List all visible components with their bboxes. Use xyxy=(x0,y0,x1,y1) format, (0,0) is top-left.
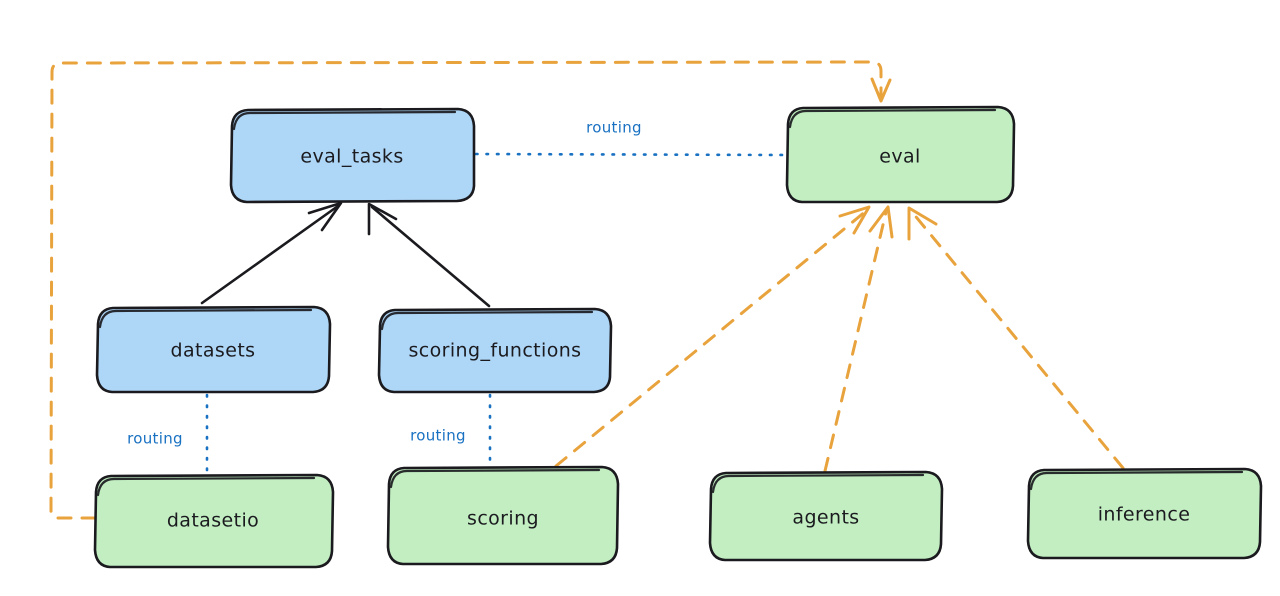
node-agents[interactable]: agents xyxy=(708,470,944,562)
edge-scoring-functions-eval-tasks[interactable] xyxy=(367,202,491,308)
node-inference-sketch-overlay xyxy=(1029,470,1244,491)
edge-label-routing-scoring-functions-scoring: routing xyxy=(410,427,466,445)
node-datasets-shape xyxy=(95,305,332,394)
node-inference-label: inference xyxy=(1098,504,1191,526)
edge-label-routing-eval-tasks-eval: routing xyxy=(586,119,642,137)
node-scoring[interactable]: scoring xyxy=(386,465,620,566)
edge-datasetio-eval-arrowhead xyxy=(870,77,892,103)
edge-eval-tasks-eval-line xyxy=(474,152,788,157)
edge-scoring-eval[interactable] xyxy=(554,205,871,468)
node-scoring-functions-sketch-overlay xyxy=(380,310,594,331)
node-scoring-functions-shape xyxy=(377,307,613,394)
node-datasets[interactable]: datasets xyxy=(95,305,332,394)
edge-datasetio-eval[interactable] xyxy=(49,60,892,520)
edge-agents-eval[interactable] xyxy=(823,205,894,473)
node-scoring-shape xyxy=(386,465,620,566)
node-eval-shape xyxy=(785,105,1016,204)
node-scoring-functions[interactable]: scoring_functions xyxy=(377,307,613,394)
edge-scoring-functions-eval-tasks-arrowhead xyxy=(367,202,398,236)
node-eval-tasks[interactable]: eval_tasks xyxy=(229,107,476,204)
node-eval-tasks-label: eval_tasks xyxy=(300,146,403,168)
node-inference-shape xyxy=(1026,467,1263,560)
node-datasetio-sketch-overlay xyxy=(96,476,316,497)
edge-inference-eval-arrowhead xyxy=(907,206,938,241)
edge-agents-eval-arrowhead xyxy=(868,205,894,239)
node-scoring-label: scoring xyxy=(467,508,539,530)
node-datasets-sketch-overlay xyxy=(98,308,313,329)
node-eval-label: eval xyxy=(879,146,920,168)
node-datasetio[interactable]: datasetio xyxy=(93,473,335,569)
edge-scoring-eval-arrowhead xyxy=(838,205,871,235)
node-agents-shape xyxy=(708,470,944,562)
edge-datasets-eval-tasks-line xyxy=(200,204,340,305)
edge-label-layer: routing routing routing xyxy=(127,119,642,448)
node-eval[interactable]: eval xyxy=(785,105,1016,204)
node-scoring-functions-label: scoring_functions xyxy=(409,340,582,362)
edge-label-routing-datasets-datasetio: routing xyxy=(127,430,183,448)
edge-inference-eval-line xyxy=(910,210,1125,470)
edge-agents-eval-line xyxy=(823,210,888,473)
edge-inference-eval[interactable] xyxy=(907,206,1125,470)
node-datasets-label: datasets xyxy=(171,340,256,362)
node-inference[interactable]: inference xyxy=(1026,467,1263,560)
edge-scoring-eval-line xyxy=(554,209,868,468)
node-eval-tasks-sketch-overlay xyxy=(232,110,457,131)
edge-eval-tasks-eval[interactable] xyxy=(474,152,788,157)
node-agents-label: agents xyxy=(792,507,859,529)
edge-datasets-eval-tasks[interactable] xyxy=(200,201,343,305)
node-eval-sketch-overlay xyxy=(788,108,997,129)
node-layer: eval_tasks eval datasets scoring_functio… xyxy=(93,105,1263,569)
edge-datasetio-eval-line xyxy=(49,60,883,520)
node-eval-tasks-shape xyxy=(229,107,476,204)
node-datasetio-shape xyxy=(93,473,335,569)
node-datasetio-label: datasetio xyxy=(167,510,259,532)
edge-datasets-eval-tasks-arrowhead xyxy=(307,201,343,232)
node-agents-sketch-overlay xyxy=(711,473,925,494)
edge-layer xyxy=(49,60,1125,520)
node-scoring-sketch-overlay xyxy=(389,468,601,489)
edge-scoring-functions-eval-tasks-line xyxy=(370,205,491,308)
